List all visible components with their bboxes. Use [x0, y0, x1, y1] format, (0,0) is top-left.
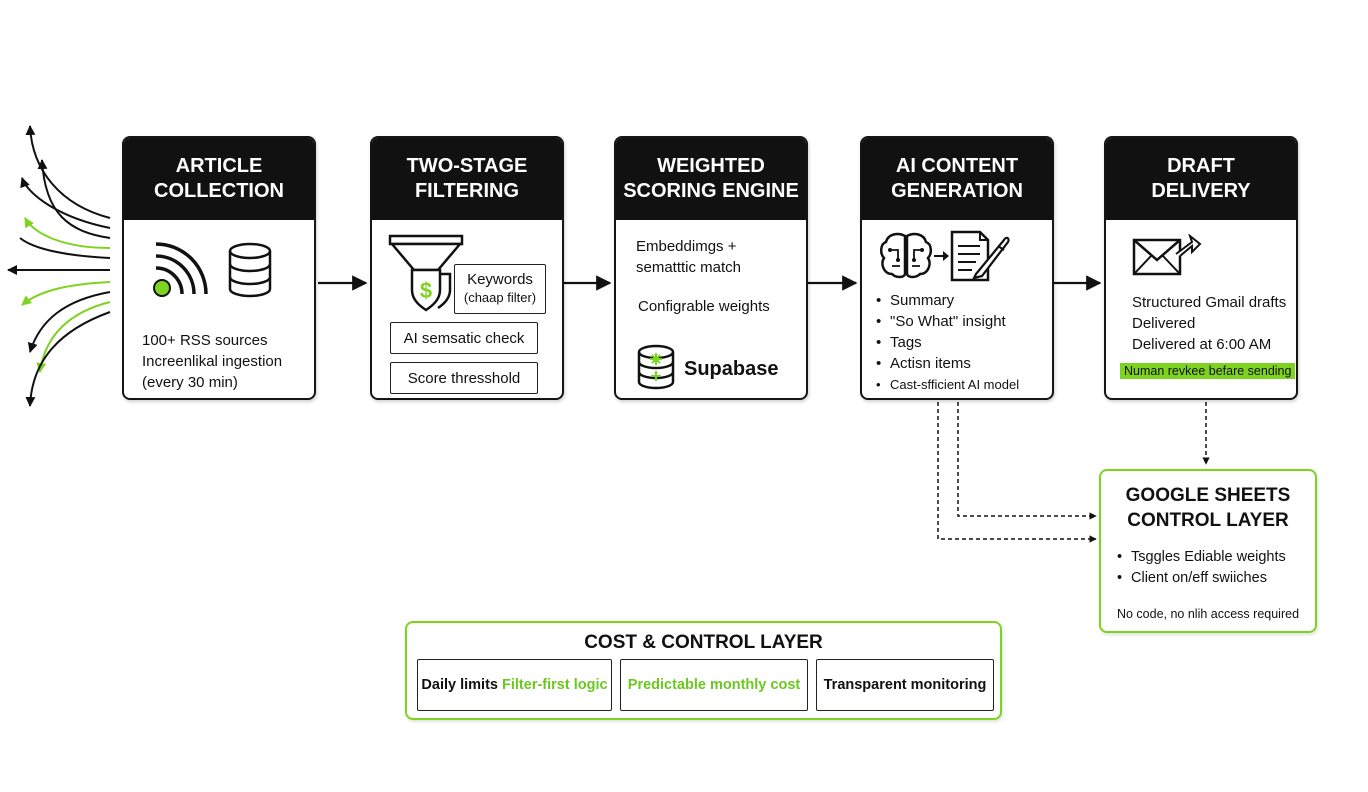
stage-title: DRAFT DELIVERY: [1106, 138, 1296, 220]
input-streams: [7, 125, 111, 407]
stage-ai-content-generation: AI CONTENT GENERATION Summary "So What" …: [860, 136, 1054, 400]
stage-title: TWO-STAGE FILTERING: [372, 138, 562, 220]
panel-title: GOOGLE SHEETS CONTROL LAYER: [1125, 485, 1291, 531]
list-item: Client on/eff swiiches: [1117, 568, 1286, 589]
supabase-label: Supabase: [684, 358, 779, 380]
list-item: "So What" insight: [876, 311, 1019, 332]
ai-semantic-check-box: AI semsatic check: [390, 322, 538, 354]
list-item: Tsggles Ediable weights: [1117, 547, 1286, 568]
list-item: Actisn items: [876, 353, 1019, 374]
transparent-monitoring-cell: Transparent monitoring: [816, 659, 994, 711]
collection-details: 100+ RSS sources Increenlikal ingestion …: [142, 332, 283, 391]
scoring-details: Embeddimgs + sematttic match: [636, 238, 742, 276]
sheets-footer: No code, no nlih access required: [1116, 607, 1300, 621]
list-item: Cast-sfficient AI model: [876, 374, 1019, 395]
sheets-controls: Tsggles Ediable weights Client on/eff sw…: [1117, 547, 1286, 589]
arrow-right-icon: [934, 251, 949, 261]
google-sheets-control-layer: GOOGLE SHEETS CONTROL LAYER Tsggles Edia…: [1099, 469, 1317, 633]
rss-icon: [153, 242, 208, 297]
stage-title: WEIGHTED SCORING ENGINE: [616, 138, 806, 220]
list-item: Tags: [876, 332, 1019, 353]
panel-title: COST & CONTROL LAYER: [584, 632, 823, 653]
generation-outputs: Summary "So What" insight Tags Actisn it…: [876, 290, 1019, 395]
cost-control-layer: COST & CONTROL LAYER Daily limits Filter…: [405, 621, 1002, 720]
svg-text:$: $: [420, 278, 432, 303]
brain-icon: [880, 232, 932, 279]
human-review-highlight: Numan revkee befare sending: [1120, 362, 1296, 379]
document-pen-icon: [950, 230, 1010, 282]
delivery-details: Structured Gmail drafts Delivered Delive…: [1132, 294, 1287, 353]
stage-two-stage-filtering: TWO-STAGE FILTERING $ Keywords (chaap fi…: [370, 136, 564, 400]
stage-draft-delivery: DRAFT DELIVERY Structured Gmail drafts D…: [1104, 136, 1298, 400]
email-forward-icon: [1132, 234, 1202, 276]
keywords-filter-box: Keywords (chaap filter): [454, 264, 546, 314]
stage-title: ARTICLE COLLECTION: [124, 138, 314, 220]
supabase-database-icon: [637, 344, 675, 390]
database-icon: [228, 242, 272, 298]
predictable-cost-cell: Predictable monthly cost: [620, 659, 808, 711]
stage-title: AI CONTENT GENERATION: [862, 138, 1052, 220]
daily-limits-cell: Daily limits Filter-first logic: [417, 659, 612, 711]
funnel-shield-icon: $: [388, 234, 464, 312]
list-item: Summary: [876, 290, 1019, 311]
configurable-weights: Configrable weights: [638, 298, 770, 315]
score-threshold-box: Score thresshold: [390, 362, 538, 394]
stage-article-collection: ARTICLE COLLECTION 100+ RSS sources Incr…: [122, 136, 316, 400]
stage-weighted-scoring-engine: WEIGHTED SCORING ENGINE Embeddimgs + sem…: [614, 136, 808, 400]
